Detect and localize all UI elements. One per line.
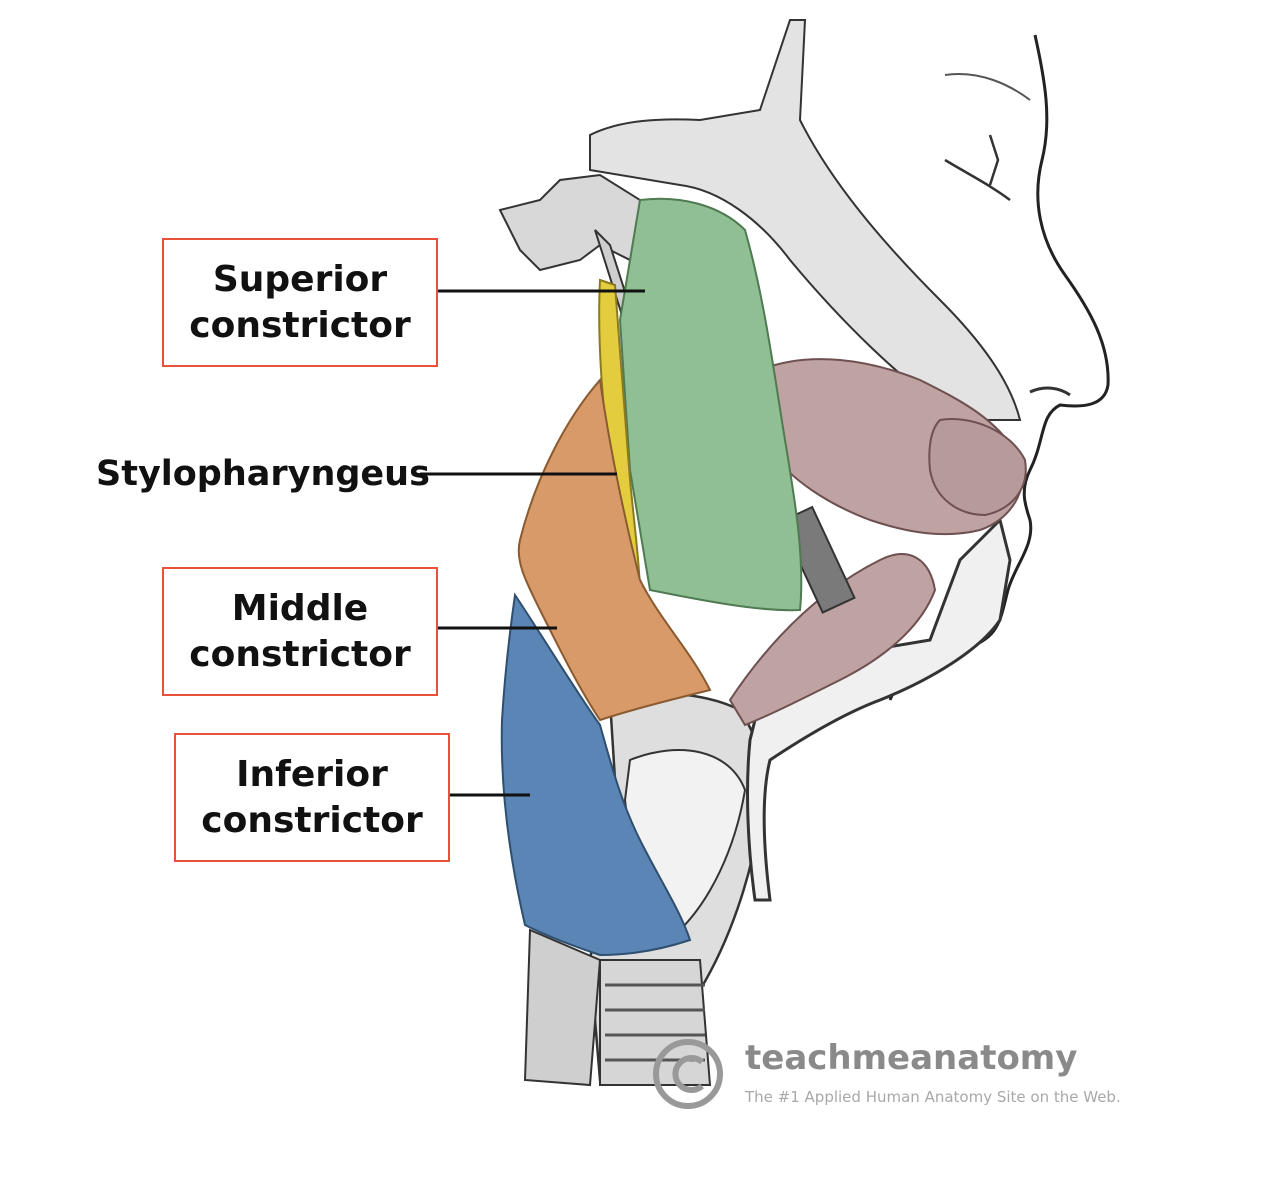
watermark-name: teachmeanatomy	[745, 1038, 1078, 1078]
copyright-logo-c	[672, 1055, 704, 1093]
middle-constrictor-line1: Middle	[231, 587, 369, 629]
middle-constrictor-line2: constrictor	[189, 633, 411, 675]
copyright-logo-icon	[653, 1039, 723, 1109]
mylohyoid-muscle	[728, 553, 937, 727]
trachea	[599, 959, 712, 1086]
inferior-constrictor-line1: Inferior	[236, 753, 388, 795]
tracheal-rings	[605, 983, 705, 1062]
inferior-constrictor-label: Inferior constrictor	[174, 733, 450, 862]
styloid-region	[498, 173, 652, 272]
inferior-constrictor-line2: constrictor	[201, 799, 423, 841]
superior-constrictor-line1: Superior	[212, 258, 388, 300]
inferior-constrictor-muscle	[500, 592, 692, 957]
middle-constrictor-label: Middle constrictor	[162, 567, 438, 696]
esophagus	[523, 928, 602, 1087]
superior-constrictor-label: Superior constrictor	[162, 238, 438, 367]
eye-detail	[944, 134, 1011, 202]
middle-constrictor-muscle	[517, 377, 712, 722]
nostril-detail	[1029, 386, 1071, 397]
skull-base	[589, 19, 1022, 421]
superior-constrictor-muscle	[618, 197, 803, 612]
watermark-tagline: The #1 Applied Human Anatomy Site on the…	[745, 1088, 1121, 1106]
brow-detail	[944, 73, 1031, 101]
orbicularis-oris	[928, 418, 1027, 517]
stylopharyngeus-label: Stylopharyngeus	[96, 454, 430, 494]
superior-constrictor-line2: constrictor	[189, 304, 411, 346]
